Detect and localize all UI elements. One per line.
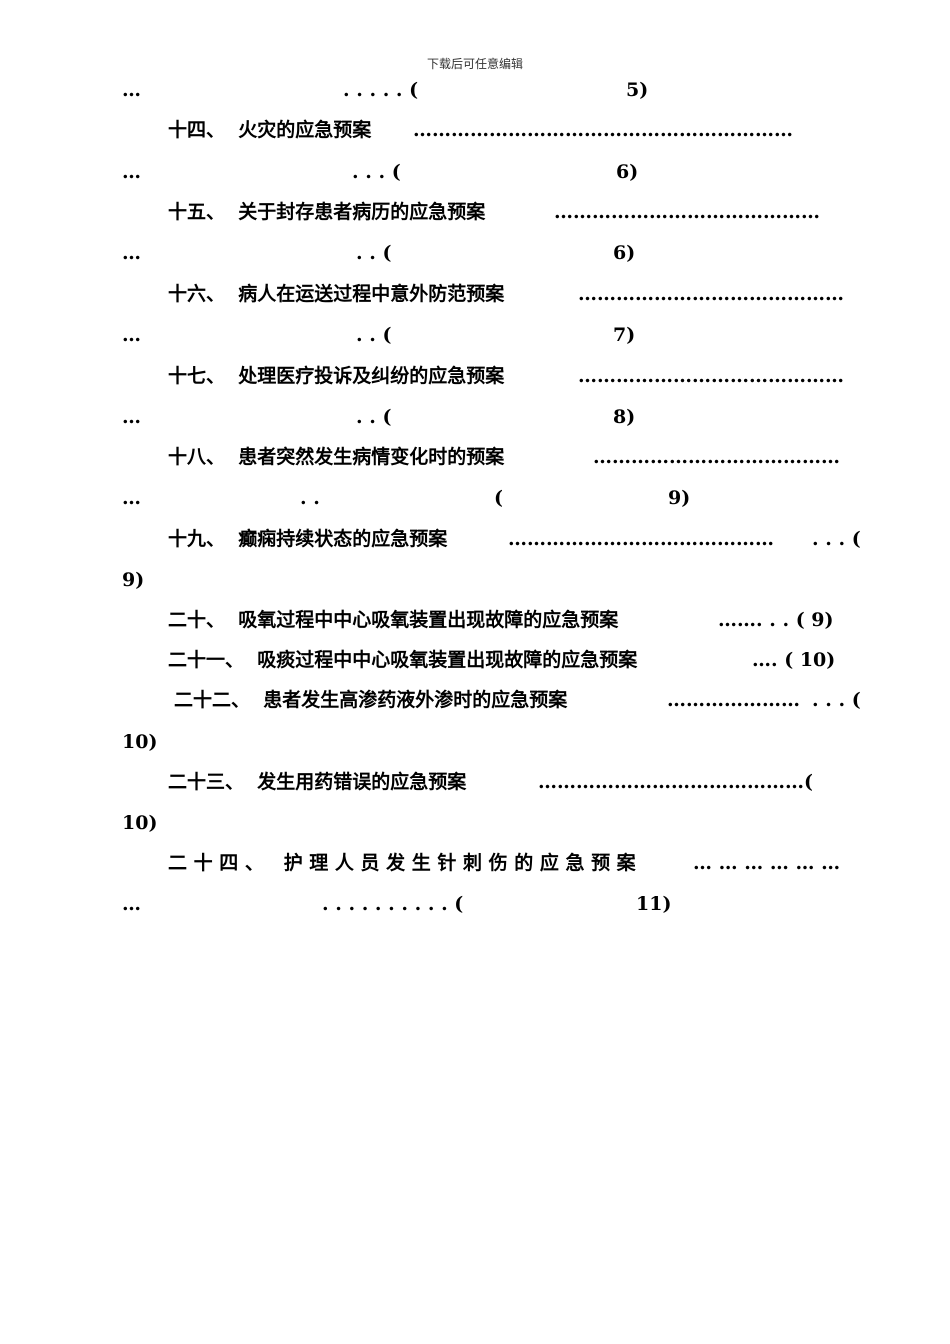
toc-line-fragment: 8) bbox=[613, 406, 636, 428]
toc-line-fragment: 二十一、 吸痰过程中中心吸氧装置出现故障的应急预案 bbox=[168, 649, 638, 671]
toc-line-fragment: 十六、 病人在运送过程中意外防范预案 bbox=[168, 283, 505, 305]
toc-line-fragment: … … … … … … bbox=[693, 852, 841, 874]
toc-line-fragment: … bbox=[122, 406, 141, 428]
toc-line-fragment: …………………………………… bbox=[554, 201, 820, 223]
toc-line-fragment: ( bbox=[494, 487, 503, 509]
toc-line-fragment: 十八、 患者突然发生病情变化时的预案 bbox=[168, 446, 505, 468]
toc-line-fragment: . . . ( bbox=[352, 161, 401, 183]
toc-line-fragment: …………………………………… bbox=[578, 365, 844, 387]
toc-line-fragment: ……. . . ( 9) bbox=[718, 609, 834, 631]
toc-line-fragment: … bbox=[122, 324, 141, 346]
toc-line-fragment: … bbox=[122, 161, 141, 183]
toc-line-fragment: . . bbox=[300, 487, 320, 509]
toc-line-fragment: . . ( bbox=[356, 242, 392, 264]
toc-line-fragment: 十九、 癫痫持续状态的应急预案 bbox=[168, 528, 448, 550]
toc-line-fragment: …………………………………………………… bbox=[413, 119, 793, 141]
toc-line-fragment: 11) bbox=[636, 893, 672, 915]
toc-line-fragment: 十四、 火灾的应急预案 bbox=[168, 119, 372, 141]
toc-line-fragment: . . . ( bbox=[812, 528, 861, 550]
toc-line-fragment: 7) bbox=[613, 324, 636, 346]
toc-line-fragment: 二十、 吸氧过程中中心吸氧装置出现故障的应急预案 bbox=[168, 609, 619, 631]
toc-line-fragment: 9) bbox=[668, 487, 691, 509]
toc-line-fragment: …. ( 10) bbox=[752, 649, 836, 671]
toc-line-fragment: . . . ( bbox=[812, 689, 861, 711]
toc-line-fragment: 二十三、 发生用药错误的应急预案 bbox=[168, 771, 467, 793]
toc-line-fragment: 十五、 关于封存患者病历的应急预案 bbox=[168, 201, 486, 223]
toc-line-fragment: 9) bbox=[122, 569, 145, 591]
toc-line-fragment: …………………………………… bbox=[508, 528, 774, 550]
toc-line-fragment: 二十二、 患者发生高渗药液外渗时的应急预案 bbox=[174, 689, 568, 711]
toc-line-fragment: …………………………………… bbox=[578, 283, 844, 305]
toc-line-fragment: … bbox=[122, 487, 141, 509]
page-header: 下载后可任意编辑 bbox=[426, 57, 523, 71]
toc-line-fragment: . . . . . . . . . . ( bbox=[322, 893, 464, 915]
toc-line-fragment: 10) bbox=[122, 812, 158, 834]
toc-line-fragment: … bbox=[122, 893, 141, 915]
toc-line-fragment: 十七、 处理医疗投诉及纠纷的应急预案 bbox=[168, 365, 505, 387]
toc-line-fragment: . . . . . ( bbox=[343, 79, 419, 101]
toc-line-fragment: . . ( bbox=[356, 406, 392, 428]
toc-line-fragment: 二 十 四 、 护 理 人 员 发 生 针 刺 伤 的 应 急 预 案 bbox=[168, 852, 636, 874]
toc-line-fragment: … bbox=[122, 242, 141, 264]
toc-line-fragment: 10) bbox=[122, 731, 158, 753]
toc-line-fragment: ………………………………… bbox=[593, 446, 840, 468]
toc-line-fragment: . . ( bbox=[356, 324, 392, 346]
toc-line-fragment: 6) bbox=[616, 161, 639, 183]
toc-line-fragment: ………………… bbox=[667, 689, 800, 711]
toc-line-fragment: 6) bbox=[613, 242, 636, 264]
toc-line-fragment: … bbox=[122, 79, 141, 101]
toc-line-fragment: 5) bbox=[626, 79, 649, 101]
toc-line-fragment: ……………………………………( bbox=[538, 771, 813, 793]
